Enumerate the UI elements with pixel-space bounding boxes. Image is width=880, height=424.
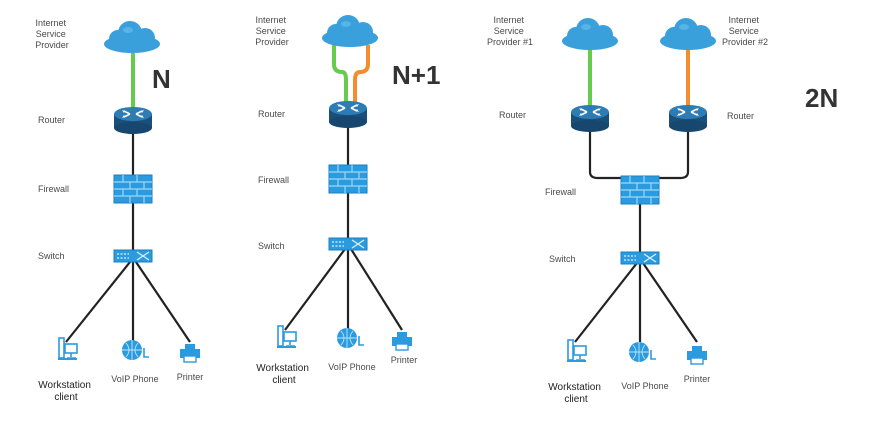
router-label: Router	[258, 109, 285, 119]
switch-label: Switch	[38, 251, 65, 261]
switch-icon	[620, 251, 660, 265]
firewall-icon	[328, 164, 368, 194]
switch-icon	[328, 237, 368, 251]
router-label: Router	[38, 115, 65, 125]
firewall-icon	[113, 174, 153, 204]
tier-label: N	[152, 64, 171, 94]
isp1-label: Internet Service Provider #1	[487, 15, 533, 47]
firewall-label: Firewall	[258, 175, 289, 185]
firewall-label: Firewall	[38, 184, 69, 194]
switch-printer-link	[350, 248, 403, 331]
cloud-icon-isp1	[562, 18, 618, 50]
voip-phone-label: VoIP Phone	[111, 374, 158, 384]
workstation-label: Workstation client	[256, 363, 311, 386]
panel-2n: Internet Service Provider #1 Internet Se…	[487, 15, 838, 405]
workstation-icon	[566, 339, 587, 363]
printer-icon	[391, 331, 413, 351]
switch-workstation-link	[574, 262, 638, 343]
switch-icon	[113, 249, 153, 263]
tier-label: 2N	[805, 83, 838, 113]
workstation-label: Workstation client	[38, 380, 93, 403]
firewall-icon	[620, 175, 660, 205]
router-right-label: Router	[727, 111, 754, 121]
switch-label: Switch	[549, 254, 576, 264]
switch-printer-link	[642, 262, 698, 343]
switch-workstation-link	[65, 261, 131, 343]
router-icon-right	[668, 104, 708, 133]
workstation-label: Workstation client	[548, 382, 603, 405]
firewall-label: Firewall	[545, 187, 576, 197]
isp-link-green	[332, 45, 348, 106]
router-icon	[113, 106, 153, 135]
printer-label: Printer	[391, 355, 418, 365]
router-left-label: Router	[499, 110, 526, 120]
tier-label: N+1	[392, 60, 440, 90]
voip-phone-label: VoIP Phone	[621, 381, 668, 391]
printer-icon	[179, 343, 201, 363]
switch-label: Switch	[258, 241, 285, 251]
panel-n: Internet Service Provider N Router Firew…	[35, 18, 203, 403]
panel-n1-wires	[284, 45, 403, 331]
voip-phone-icon	[336, 327, 365, 349]
printer-label: Printer	[177, 372, 204, 382]
isp-label: Internet Service Provider	[35, 18, 69, 50]
cloud-icon	[322, 15, 378, 47]
panel-2n-wires	[574, 48, 698, 343]
voip-phone-icon	[628, 341, 657, 363]
isp-link-orange	[353, 45, 370, 106]
printer-label: Printer	[684, 374, 711, 384]
isp2-label: Internet Service Provider #2	[722, 15, 768, 47]
switch-printer-link	[135, 261, 191, 343]
router-icon	[328, 100, 368, 129]
router1-firewall-link	[588, 126, 622, 180]
printer-icon	[686, 345, 708, 365]
cloud-icon	[104, 21, 160, 53]
isp-label: Internet Service Provider	[255, 15, 289, 47]
voip-phone-icon	[121, 339, 150, 361]
switch-workstation-link	[284, 248, 346, 331]
router-icon-left	[570, 104, 610, 133]
voip-phone-label: VoIP Phone	[328, 362, 375, 372]
cloud-icon-isp2	[660, 18, 716, 50]
panel-n-plus-1: Internet Service Provider N+1 Router Fir…	[255, 15, 440, 386]
panel-n-wires	[65, 53, 191, 343]
router2-firewall-link	[658, 126, 690, 180]
